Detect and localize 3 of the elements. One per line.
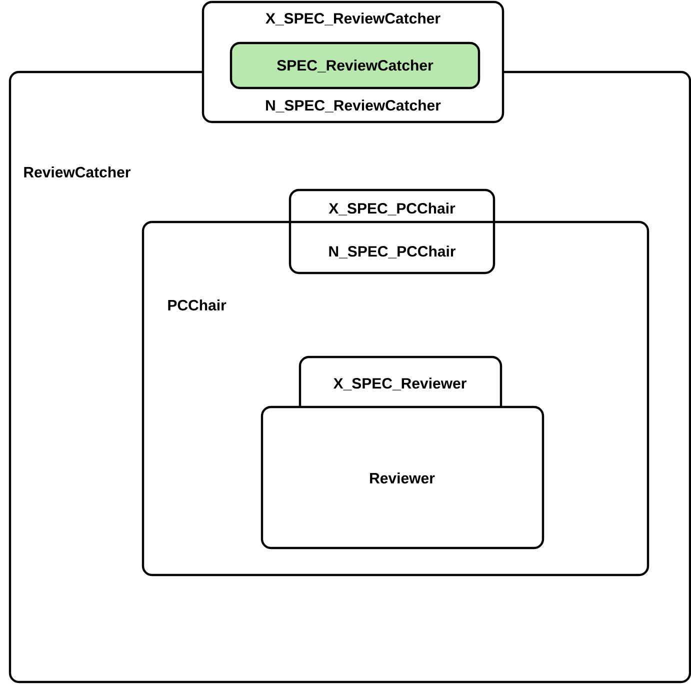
port-box: X_SPEC_PCChair N_SPEC_PCChair — [288, 188, 496, 274]
spec-box: SPEC_ReviewCatcher — [230, 42, 480, 90]
container-box: Reviewer — [260, 406, 544, 550]
